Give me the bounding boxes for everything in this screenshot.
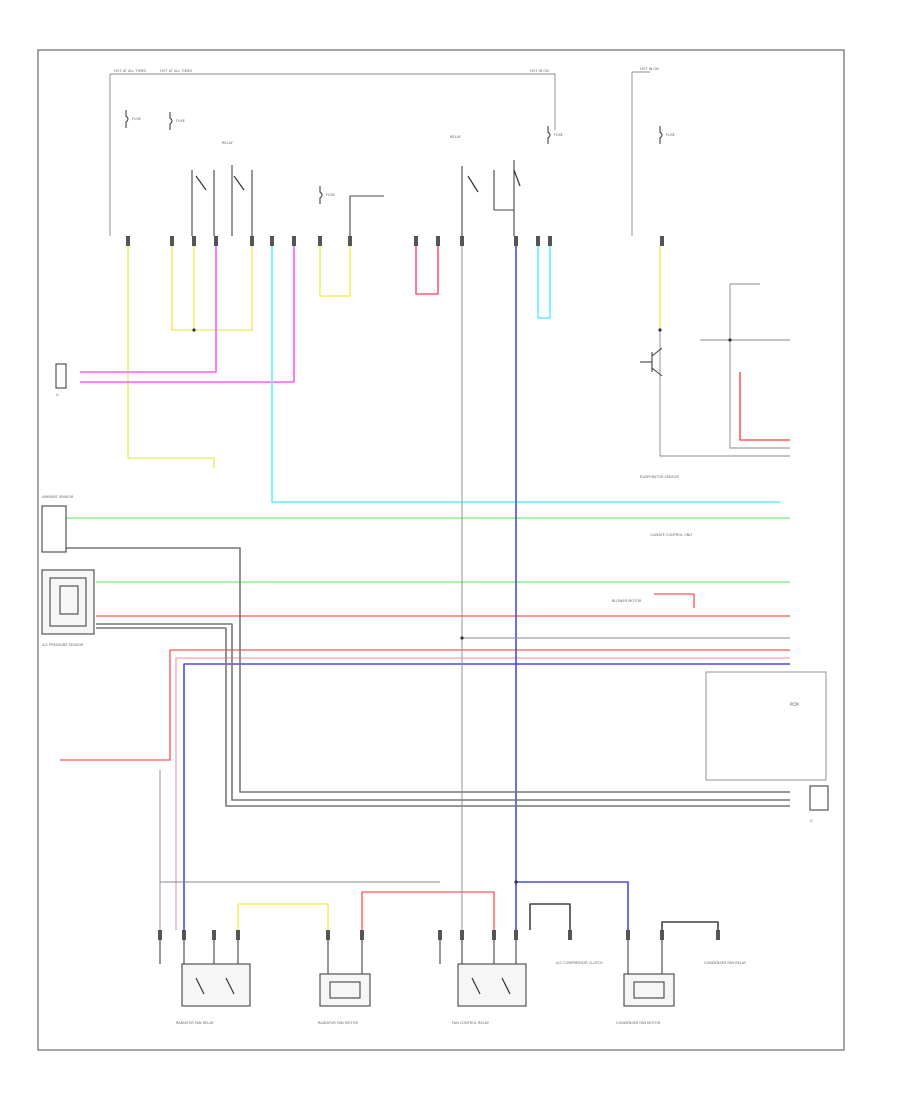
hot-label-1: HOT AT ALL TIMES xyxy=(114,69,147,73)
green-wires xyxy=(66,517,790,583)
bottom-pins xyxy=(158,930,720,940)
radiator-fan-motor: RADIATOR FAN MOTOR xyxy=(318,973,371,1025)
ground-label-2: G xyxy=(810,819,813,823)
junction-dots xyxy=(192,328,732,884)
bottom-drops xyxy=(159,940,663,974)
fuse-a-label: FUSE xyxy=(132,117,141,121)
blower-motor-label: BLOWER MOTOR xyxy=(612,599,642,603)
relay-1: RELAY xyxy=(191,141,253,236)
ground-label-1: G xyxy=(56,393,59,397)
condenser-fan-motor: CONDENSER FAN MOTOR xyxy=(616,973,675,1025)
radiator-fan-motor-label: RADIATOR FAN MOTOR xyxy=(318,1021,358,1025)
blue-wires xyxy=(183,246,790,930)
climate-control-label: CLIMATE CONTROL UNIT xyxy=(650,533,693,537)
ambient-sensor-box xyxy=(41,505,67,553)
fan-control-relay-label: FAN CONTROL RELAY xyxy=(452,1021,490,1025)
yellow-wires xyxy=(127,246,661,930)
radiator-fan-relay-label: RADIATOR FAN RELAY xyxy=(176,1021,215,1025)
fuse-e-label: FUSE xyxy=(666,133,675,137)
power-rails xyxy=(109,71,650,236)
diagram-frame xyxy=(37,49,845,1051)
red-loop-wire xyxy=(415,246,439,295)
condenser-fan-relay-label: CONDENSER FAN RELAY xyxy=(704,961,747,965)
fuses: FUSE FUSE FUSE FUSE FUSE xyxy=(125,110,675,204)
ac-pressure-sensor-box xyxy=(41,569,95,635)
condenser-fan-motor-label: CONDENSER FAN MOTOR xyxy=(616,1021,661,1025)
relay-2: RELAY xyxy=(450,135,521,236)
ac-pressure-sensor-label: A/C PRESSURE SENSOR xyxy=(42,643,84,647)
connector-pins xyxy=(126,236,664,246)
hot-label-2: HOT AT ALL TIMES xyxy=(160,69,193,73)
ambient-sensor-label: AMBIENT SENSOR xyxy=(42,495,74,499)
relay-2-label: RELAY xyxy=(450,135,462,139)
cyan-wires xyxy=(271,246,780,503)
magenta-wires xyxy=(80,246,295,383)
hot-label-3: HOT IN ON xyxy=(530,69,549,73)
gray-wires xyxy=(66,246,790,940)
radiator-fan-relay: RADIATOR FAN RELAY xyxy=(176,963,251,1025)
evaporator-sensor-label: EVAPORATOR SENSOR xyxy=(640,475,680,479)
pcm-label: PCM xyxy=(790,702,799,707)
fuse-b-label: FUSE xyxy=(176,119,185,123)
relay-1-label: RELAY xyxy=(222,141,234,145)
fuse-c-label: FUSE xyxy=(326,193,335,197)
red-wires xyxy=(60,372,790,930)
hot-label-4: HOT IN ON xyxy=(640,67,659,71)
pcm-box xyxy=(705,671,827,781)
fuse-d-label: FUSE xyxy=(554,133,563,137)
fan-control-relay: FAN CONTROL RELAY xyxy=(452,963,527,1025)
ac-compressor-clutch-label: A/C COMPRESSOR CLUTCH xyxy=(556,961,603,965)
left-connector-a xyxy=(55,363,67,389)
pink-wire xyxy=(175,657,790,930)
transistor xyxy=(640,347,663,377)
right-connector xyxy=(809,785,829,811)
